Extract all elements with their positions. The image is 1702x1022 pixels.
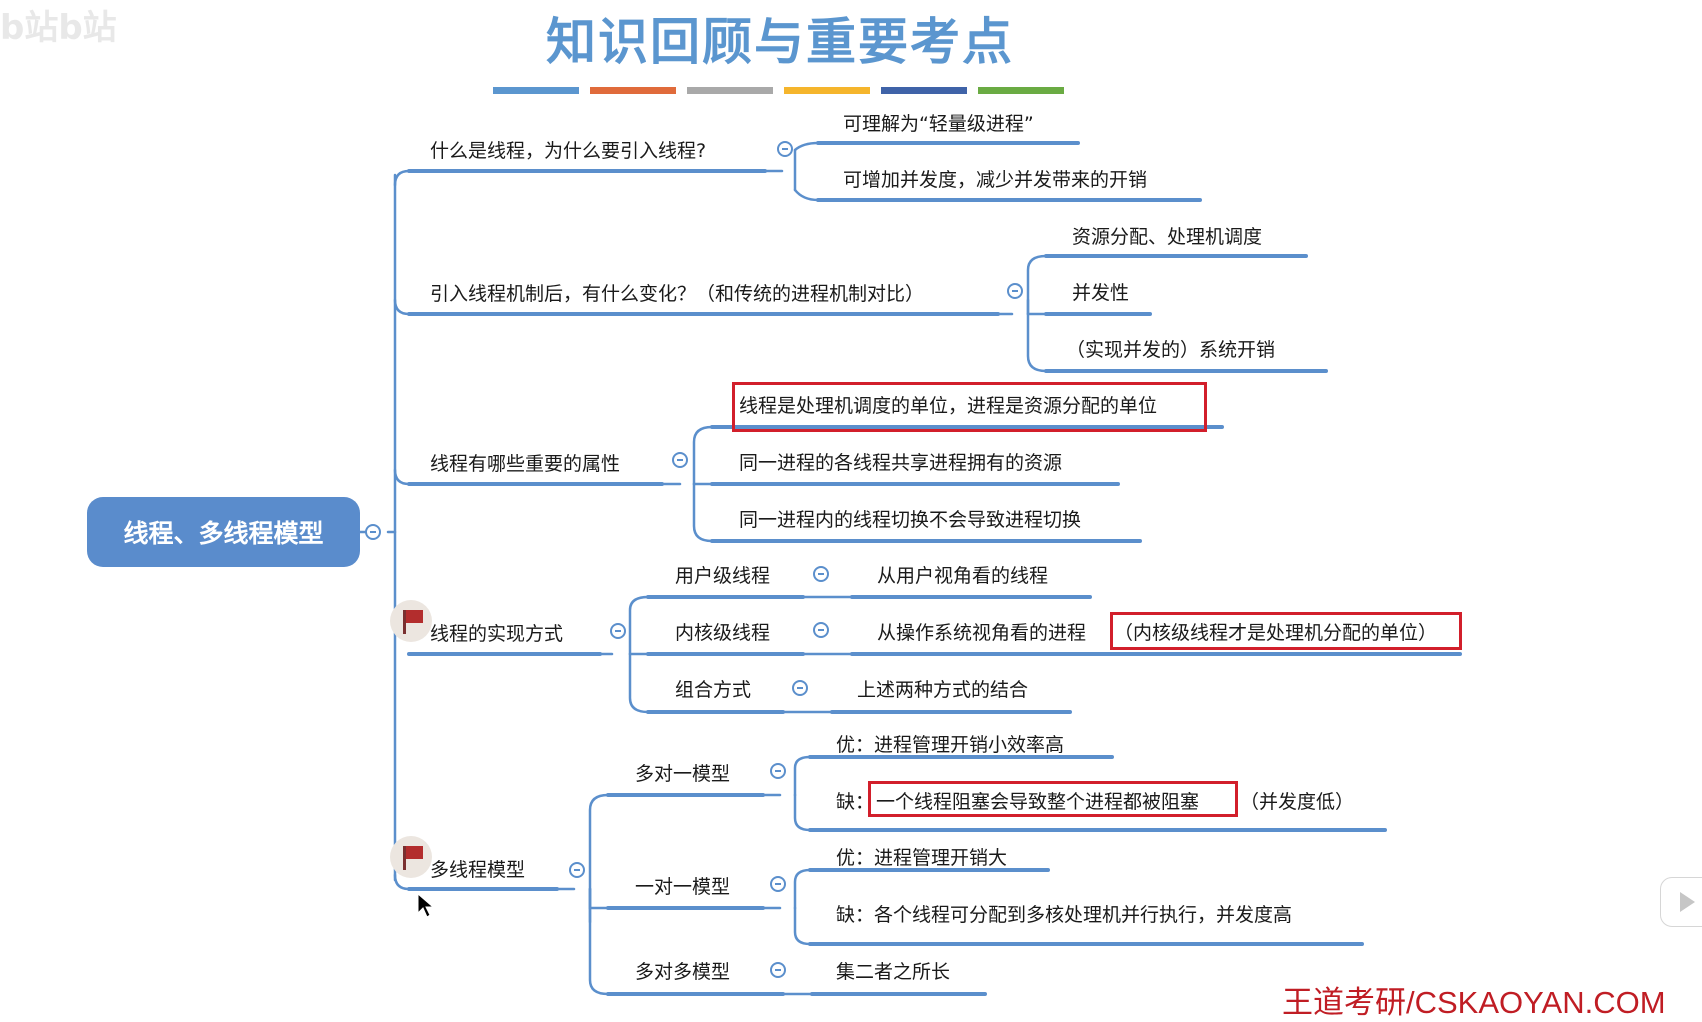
- mouse-cursor-icon: [417, 893, 435, 918]
- leaf-best-of-both[interactable]: 集二者之所长: [836, 961, 951, 983]
- leaf-scheduling-unit[interactable]: 线程是处理机调度的单位，进程是资源分配的单位: [739, 395, 1158, 417]
- branch-changes-after-threads[interactable]: 引入线程机制后，有什么变化？（和传统的进程机制对比）: [430, 283, 925, 305]
- collapse-icon[interactable]: [770, 763, 786, 779]
- color-bar-segment: [978, 87, 1064, 94]
- leaf-os-view-process[interactable]: 从操作系统视角看的进程: [877, 622, 1087, 644]
- leaf-kernel-unit-note[interactable]: （内核级线程才是处理机分配的单位）: [1114, 622, 1438, 644]
- collapse-icon[interactable]: [792, 680, 808, 696]
- node-one-to-one[interactable]: 一对一模型: [635, 876, 731, 898]
- footer-brand: 王道考研/CSKAOYAN.COM: [1282, 985, 1666, 1020]
- color-bar-segment: [493, 87, 579, 94]
- branch-implementation[interactable]: 线程的实现方式: [430, 623, 564, 645]
- leaf-m2o-pro[interactable]: 优：进程管理开销小效率高: [836, 734, 1065, 756]
- collapse-icon[interactable]: [672, 452, 688, 468]
- highlight-box: [732, 382, 1207, 432]
- root-node[interactable]: 线程、多线程模型: [87, 497, 360, 567]
- leaf-combination[interactable]: 上述两种方式的结合: [857, 679, 1029, 701]
- color-bar-segment: [590, 87, 676, 94]
- leaf-lightweight-process[interactable]: 可理解为“轻量级进程”: [843, 113, 1034, 135]
- node-kernel-level-thread[interactable]: 内核级线程: [675, 622, 771, 644]
- leaf-o2o-con[interactable]: 缺：各个线程可分配到多核处理机并行执行，并发度高: [836, 904, 1293, 926]
- color-bar-segment: [687, 87, 773, 94]
- leaf-no-process-switch[interactable]: 同一进程内的线程切换不会导致进程切换: [739, 509, 1082, 531]
- collapse-icon[interactable]: [610, 623, 626, 639]
- flag-icon: [390, 600, 432, 642]
- leaf-resource-allocation[interactable]: 资源分配、处理机调度: [1072, 226, 1263, 248]
- branch-thread-attributes[interactable]: 线程有哪些重要的属性: [430, 453, 621, 475]
- video-watermark: b站b站: [0, 8, 117, 48]
- leaf-shared-resources[interactable]: 同一进程的各线程共享进程拥有的资源: [739, 452, 1063, 474]
- collapse-icon[interactable]: [813, 622, 829, 638]
- node-hybrid-approach[interactable]: 组合方式: [675, 679, 752, 701]
- leaf-m2o-con-highlight[interactable]: 一个线程阻塞会导致整个进程都被阻塞: [876, 791, 1200, 813]
- leaf-m2o-con-prefix[interactable]: 缺：: [836, 791, 875, 813]
- collapse-icon[interactable]: [770, 962, 786, 978]
- collapse-icon[interactable]: [813, 566, 829, 582]
- collapse-icon[interactable]: [770, 876, 786, 892]
- leaf-m2o-con-suffix[interactable]: （并发度低）: [1240, 791, 1355, 813]
- leaf-user-view-thread[interactable]: 从用户视角看的线程: [877, 565, 1049, 587]
- highlight-box: [1110, 612, 1462, 650]
- node-many-to-one[interactable]: 多对一模型: [635, 763, 731, 785]
- leaf-concurrency[interactable]: 并发性: [1072, 282, 1130, 304]
- node-user-level-thread[interactable]: 用户级线程: [675, 565, 771, 587]
- leaf-increase-concurrency[interactable]: 可增加并发度，减少并发带来的开销: [843, 169, 1148, 191]
- play-button[interactable]: [1660, 877, 1702, 927]
- collapse-icon[interactable]: [777, 141, 793, 157]
- node-many-to-many[interactable]: 多对多模型: [635, 961, 731, 983]
- collapse-icon[interactable]: [365, 524, 381, 540]
- color-bar-segment: [784, 87, 870, 94]
- page-title: 知识回顾与重要考点: [546, 12, 1014, 71]
- color-bar-segment: [881, 87, 967, 94]
- highlight-box: [868, 781, 1238, 817]
- flag-icon: [390, 836, 432, 878]
- leaf-o2o-pro[interactable]: 优：进程管理开销大: [836, 847, 1008, 869]
- collapse-icon[interactable]: [1007, 283, 1023, 299]
- leaf-system-overhead[interactable]: （实现并发的）系统开销: [1066, 339, 1276, 361]
- collapse-icon[interactable]: [569, 862, 585, 878]
- branch-what-is-thread[interactable]: 什么是线程，为什么要引入线程?: [430, 140, 707, 162]
- branch-multithread-models[interactable]: 多线程模型: [430, 859, 526, 881]
